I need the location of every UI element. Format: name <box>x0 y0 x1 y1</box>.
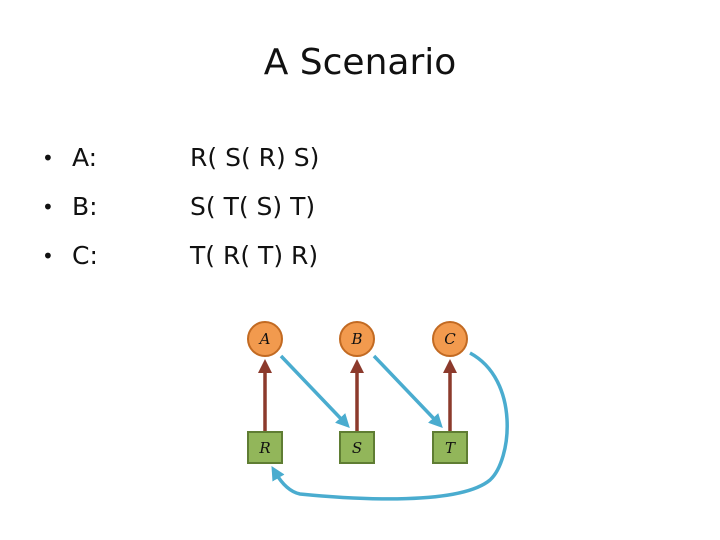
bullet-item-a: • A: R( S( R) S) <box>42 133 319 182</box>
slide-title: A Scenario <box>263 42 457 83</box>
node-r: R <box>247 431 283 464</box>
bullet-label: B: <box>72 192 98 221</box>
node-b-label: B <box>350 330 362 348</box>
node-a: A <box>247 321 283 357</box>
bullet-label: A: <box>72 143 98 172</box>
bullet-expression: R( S( R) S) <box>190 143 320 172</box>
bullet-item-b: • B: S( T( S) T) <box>42 182 319 231</box>
bullet-marker: • <box>42 243 54 268</box>
node-s: S <box>339 431 375 464</box>
node-c: C <box>432 321 468 357</box>
bullet-marker: • <box>42 145 54 170</box>
node-t-label: T <box>445 439 456 457</box>
bullet-list: • A: R( S( R) S) • B: S( T( S) T) • C: T… <box>42 133 319 280</box>
bullet-item-c: • C: T( R( T) R) <box>42 231 319 280</box>
node-a-label: A <box>258 330 271 348</box>
arrow-c-to-r <box>271 351 509 501</box>
node-t: T <box>432 431 468 464</box>
bullet-expression: S( T( S) T) <box>190 192 316 221</box>
node-s-label: S <box>352 439 362 457</box>
arrow-a-to-s <box>279 354 350 429</box>
node-r-label: R <box>258 439 270 457</box>
node-c-label: C <box>444 330 456 348</box>
arrow-b-to-t <box>372 354 443 429</box>
bullet-label: C: <box>72 241 98 270</box>
bullet-marker: • <box>42 194 54 219</box>
bullet-expression: T( R( T) R) <box>190 241 319 270</box>
node-b: B <box>339 321 375 357</box>
